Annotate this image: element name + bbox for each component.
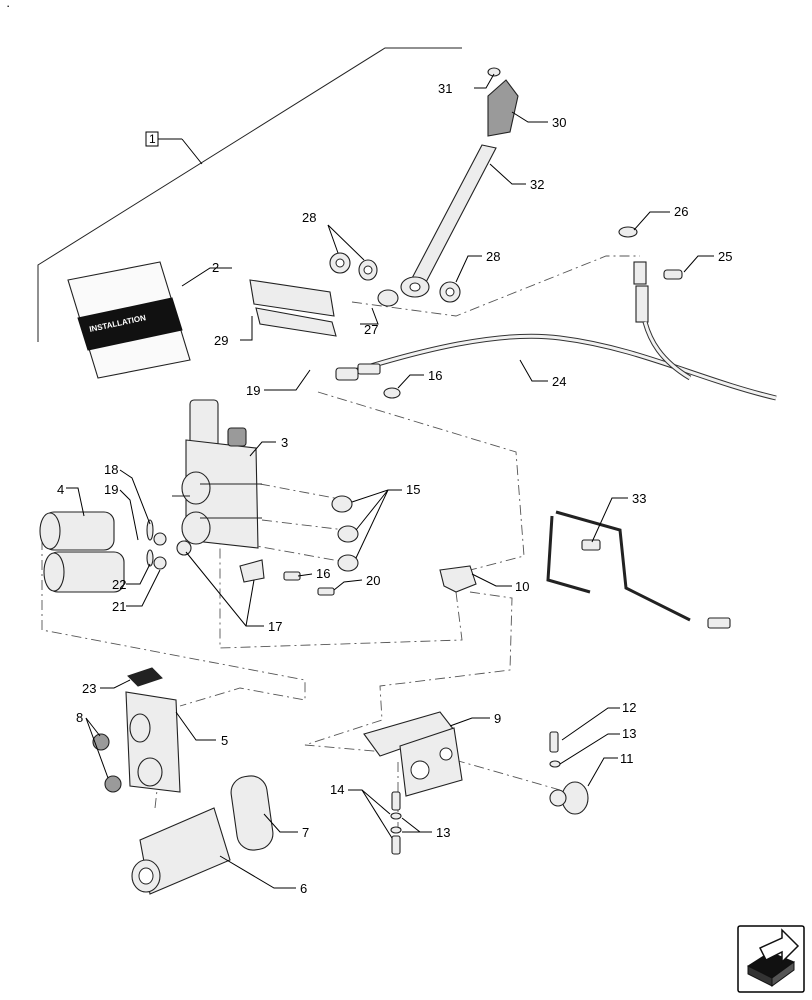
callout-25: 25	[718, 249, 732, 264]
callout-13-lower: 13	[436, 825, 450, 840]
callout-16-lower: 16	[316, 566, 330, 581]
linkage-rod	[546, 510, 731, 629]
callout-1: 1	[149, 132, 156, 146]
callout-15: 15	[406, 482, 420, 497]
callout-3: 3	[281, 435, 288, 450]
small-hardware	[146, 519, 335, 596]
callout-24: 24	[552, 374, 566, 389]
gasket-plates	[249, 279, 337, 337]
callout-10: 10	[515, 579, 529, 594]
callout-8: 8	[76, 710, 83, 725]
seals-8	[92, 733, 122, 793]
callout-28-left: 28	[302, 210, 316, 225]
control-lever	[377, 67, 519, 307]
callout-32: 32	[530, 177, 544, 192]
control-cable	[335, 321, 777, 401]
valve-section-5	[125, 691, 181, 793]
fasteners	[390, 731, 561, 855]
callout-9: 9	[494, 711, 501, 726]
warning-label	[127, 667, 163, 687]
callout-29: 29	[214, 333, 228, 348]
callout-6: 6	[300, 881, 307, 896]
callout-31: 31	[438, 81, 452, 96]
callout-2: 2	[212, 260, 219, 275]
side-plate-7	[230, 775, 274, 851]
callout-23: 23	[82, 681, 96, 696]
installation-booklet: INSTALLATION	[67, 261, 191, 379]
end-cover-6	[131, 807, 231, 895]
handle-knob-11	[549, 781, 589, 815]
callout-4: 4	[57, 482, 64, 497]
mounting-bracket-9	[363, 711, 463, 797]
o-rings-15	[331, 495, 359, 572]
control-valve	[172, 399, 262, 549]
callout-17: 17	[268, 619, 282, 634]
callout-13-upper: 13	[622, 726, 636, 741]
callout-33: 33	[632, 491, 646, 506]
callout-30: 30	[552, 115, 566, 130]
cable-end-fittings	[618, 226, 683, 323]
callout-28-right: 28	[486, 249, 500, 264]
callout-27: 27	[364, 322, 378, 337]
callout-12: 12	[622, 700, 636, 715]
callout-14: 14	[330, 782, 344, 797]
quick-couplers	[39, 511, 125, 593]
callout-7: 7	[302, 825, 309, 840]
callout-19-left: 19	[104, 482, 118, 497]
callout-19-upper: 19	[246, 383, 260, 398]
corner-mark: ·	[6, 0, 10, 13]
callout-18: 18	[104, 462, 118, 477]
assembly-guide-lines	[41, 255, 640, 848]
callout-21: 21	[112, 599, 126, 614]
callout-11: 11	[620, 751, 634, 766]
washers-28	[329, 252, 461, 303]
callout-22: 22	[112, 577, 126, 592]
leader-lines	[66, 73, 714, 889]
bracket-plate-10	[439, 565, 477, 593]
kit-callout-box	[145, 131, 159, 147]
callout-26: 26	[674, 204, 688, 219]
callout-16-upper: 16	[428, 368, 442, 383]
callout-5: 5	[221, 733, 228, 748]
kit-bracket	[37, 47, 462, 342]
next-page-arrow-icon[interactable]	[737, 925, 805, 993]
callout-20: 20	[366, 573, 380, 588]
